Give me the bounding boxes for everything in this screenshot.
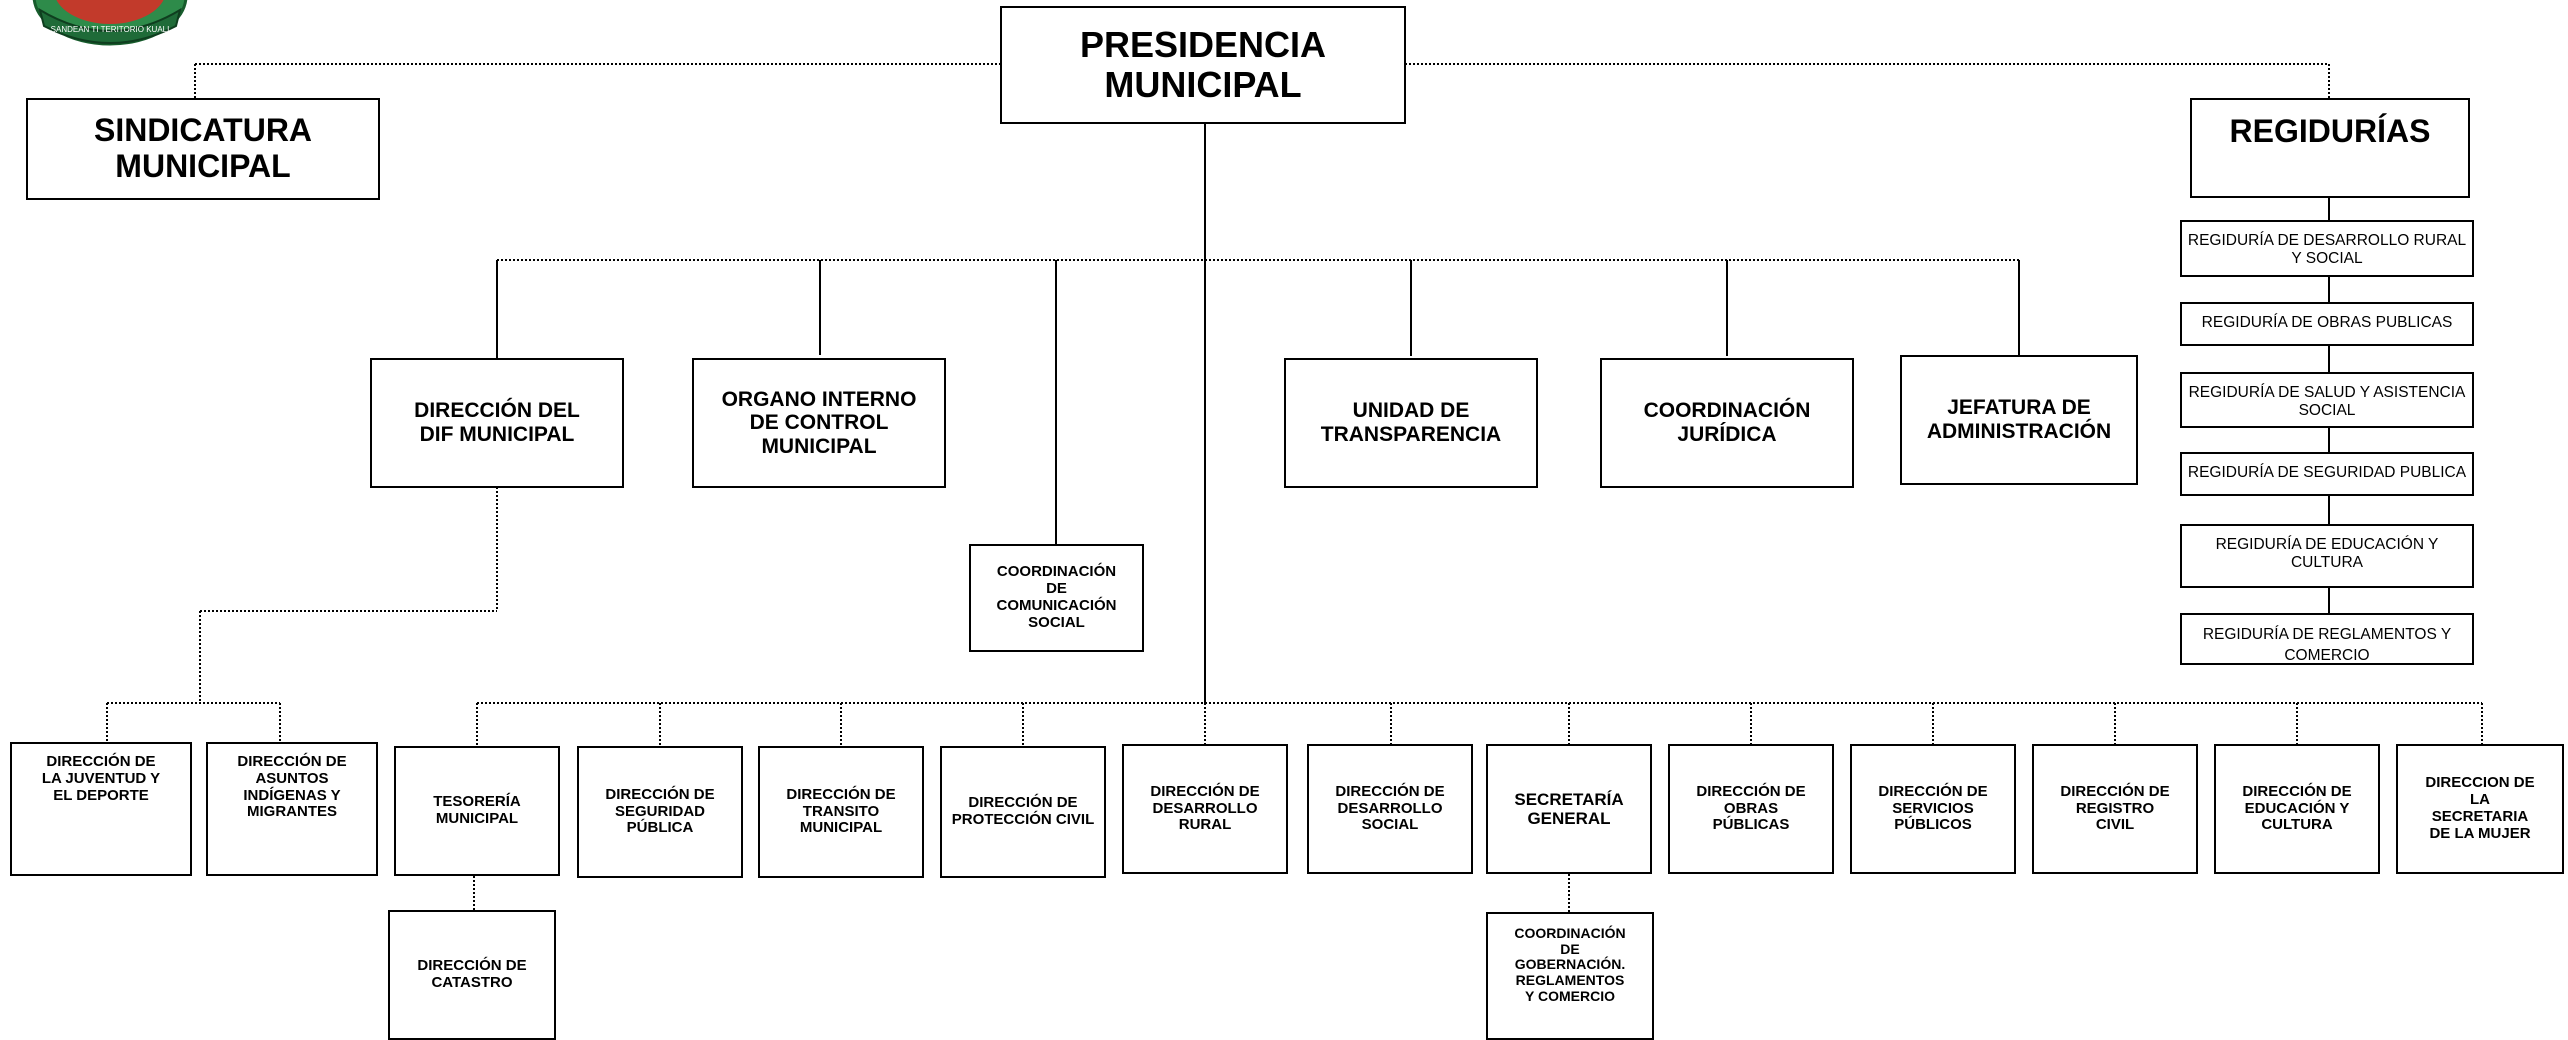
proteccion-civil-box: DIRECCIÓN DE PROTECCIÓN CIVIL [940, 746, 1106, 878]
organo-interno-box: ORGANO INTERNO DE CONTROL MUNICIPAL [692, 358, 946, 488]
desarrollo-rural-box: DIRECCIÓN DE DESARROLLO RURAL [1122, 744, 1288, 874]
transito-municipal-box: DIRECCIÓN DE TRANSITO MUNICIPAL [758, 746, 924, 878]
jefatura-administracion-box: JEFATURA DE ADMINISTRACIÓN [1900, 355, 2138, 485]
servicios-publicos-box: DIRECCIÓN DE SERVICIOS PÚBLICOS [1850, 744, 2016, 874]
municipal-logo: SANDEAN TI TERITORIO KUALI [32, 0, 188, 46]
juventud-deporte-box: DIRECCIÓN DE LA JUVENTUD Y EL DEPORTE [10, 742, 192, 876]
asuntos-indigenas-box: DIRECCIÓN DE ASUNTOS INDÍGENAS Y MIGRANT… [206, 742, 378, 876]
tesoreria-municipal-box: TESORERÍA MUNICIPAL [394, 746, 560, 876]
seguridad-publica-box: DIRECCIÓN DE SEGURIDAD PÚBLICA [577, 746, 743, 878]
regiduria-reglamentos-box: REGIDURÍA DE REGLAMENTOS Y COMERCIO [2180, 613, 2474, 665]
secretaria-general-box: SECRETARÍA GENERAL [1486, 744, 1652, 874]
regiduria-desarrollo-rural-box: REGIDURÍA DE DESARROLLO RURAL Y SOCIAL [2180, 220, 2474, 277]
regiduria-salud-box: REGIDURÍA DE SALUD Y ASISTENCIA SOCIAL [2180, 372, 2474, 428]
coordinacion-juridica-box: COORDINACIÓN JURÍDICA [1600, 358, 1854, 488]
sindicatura-municipal-box: SINDICATURA MUNICIPAL [26, 98, 380, 200]
regiduria-seguridad-box: REGIDURÍA DE SEGURIDAD PUBLICA [2180, 452, 2474, 496]
desarrollo-social-box: DIRECCIÓN DE DESARROLLO SOCIAL [1307, 744, 1473, 874]
gobernacion-box: COORDINACIÓN DE GOBERNACIÓN. REGLAMENTOS… [1486, 912, 1654, 1040]
catastro-box: DIRECCIÓN DE CATASTRO [388, 910, 556, 1040]
svg-text:SANDEAN TI TERITORIO KUALI: SANDEAN TI TERITORIO KUALI [51, 25, 170, 34]
comunicacion-social-box: COORDINACIÓN DE COMUNICACIÓN SOCIAL [969, 544, 1144, 652]
regiduria-educacion-box: REGIDURÍA DE EDUCACIÓN Y CULTURA [2180, 524, 2474, 588]
unidad-transparencia-box: UNIDAD DE TRANSPARENCIA [1284, 358, 1538, 488]
dif-municipal-box: DIRECCIÓN DEL DIF MUNICIPAL [370, 358, 624, 488]
registro-civil-box: DIRECCIÓN DE REGISTRO CIVIL [2032, 744, 2198, 874]
regiduria-obras-publicas-box: REGIDURÍA DE OBRAS PUBLICAS [2180, 302, 2474, 346]
regidurias-box: REGIDURÍAS [2190, 98, 2470, 198]
educacion-cultura-box: DIRECCIÓN DE EDUCACIÓN Y CULTURA [2214, 744, 2380, 874]
presidencia-municipal-box: PRESIDENCIA MUNICIPAL [1000, 6, 1406, 124]
obras-publicas-box: DIRECCIÓN DE OBRAS PÚBLICAS [1668, 744, 1834, 874]
secretaria-mujer-box: DIRECCION DE LA SECRETARIA DE LA MUJER [2396, 744, 2564, 874]
